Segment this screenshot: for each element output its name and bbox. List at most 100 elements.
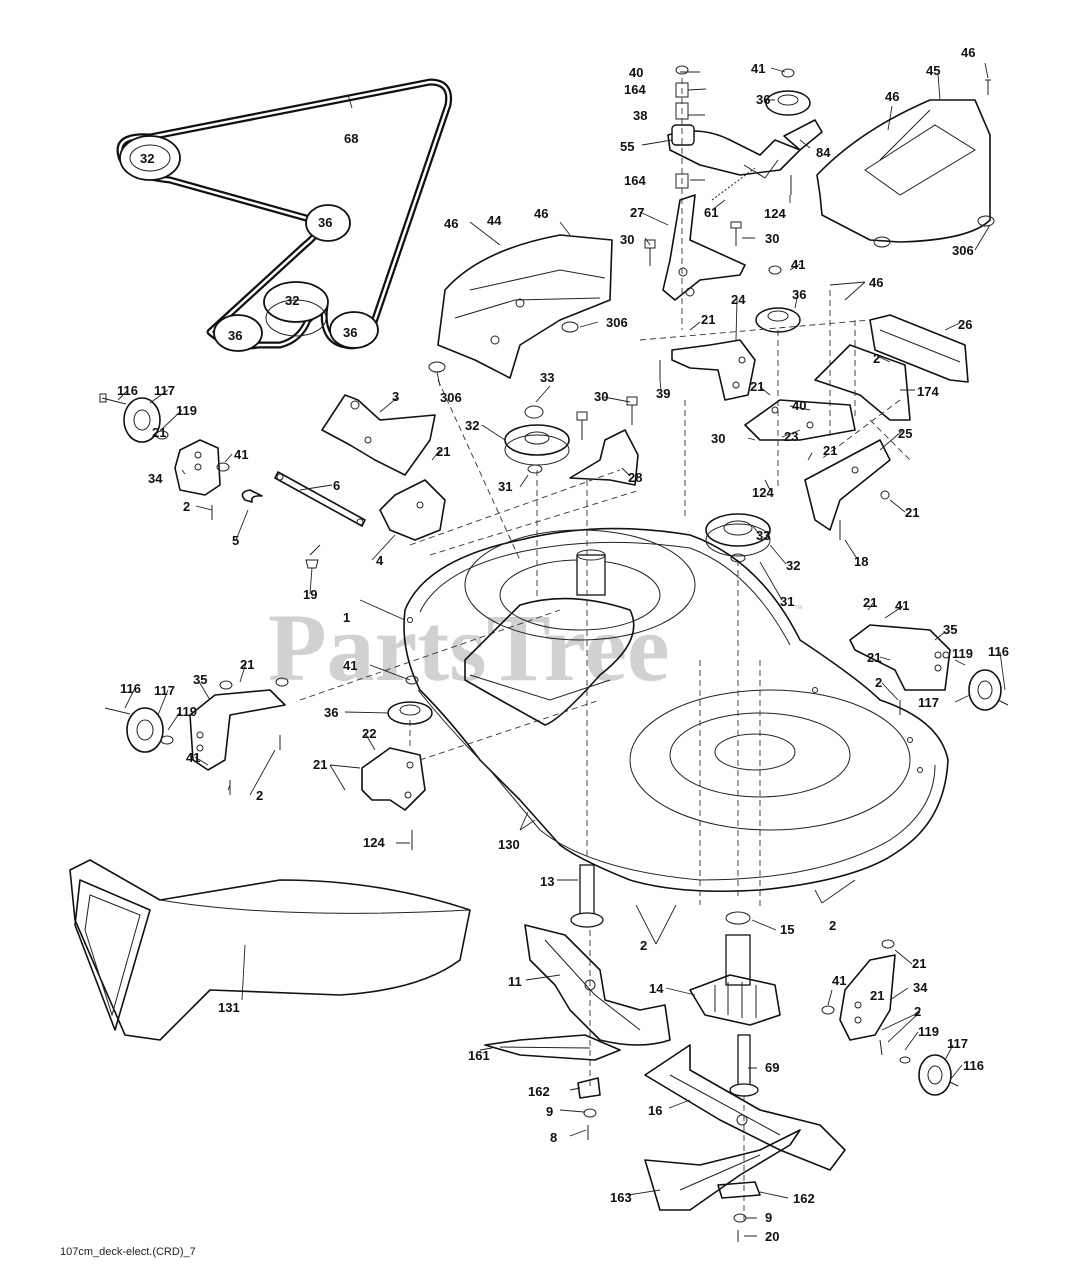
callout-117: 117: [154, 683, 175, 698]
callout-21: 21: [240, 657, 254, 672]
callout-84: 84: [816, 145, 831, 160]
callout-32: 32: [786, 558, 800, 573]
callout-8: 8: [550, 1130, 557, 1145]
plate-174: [814, 344, 911, 421]
spindle-shaft-69: [729, 1034, 759, 1097]
spindle-13: [570, 864, 604, 928]
blade-16: [644, 1044, 846, 1171]
callout-124: 124: [764, 206, 786, 221]
callout-130: 130: [498, 837, 520, 852]
pulley-32-right: [705, 513, 771, 563]
callout-4: 4: [376, 553, 384, 568]
bracket-22: [361, 747, 426, 850]
leader-lines: [117, 62, 1006, 1237]
callout-3: 3: [392, 389, 399, 404]
gauge-wheel-lower-left: [104, 677, 289, 795]
callout-41: 41: [895, 598, 909, 613]
callout-163: 163: [610, 1190, 632, 1205]
callout-38: 38: [633, 108, 647, 123]
gauge-wheel-upper-right: [849, 624, 1009, 715]
callout-24: 24: [731, 292, 746, 307]
belt-right-idler-icon: [329, 311, 379, 349]
callout-22: 22: [362, 726, 376, 741]
callout-20: 20: [765, 1229, 779, 1244]
callout-6: 6: [333, 478, 340, 493]
callout-46: 46: [885, 89, 899, 104]
callout-30: 30: [711, 431, 725, 446]
callout-1: 1: [343, 610, 350, 625]
callout-2: 2: [256, 788, 263, 803]
blade-adapter-162-right: [717, 1181, 761, 1242]
bracket-4: [379, 479, 446, 541]
parts-tree-watermark: PartsTree: [268, 594, 670, 701]
pulley-32-left: [504, 396, 638, 474]
callout-21: 21: [436, 444, 450, 459]
callout-31: 31: [780, 594, 794, 609]
belt-pulley-icon: [119, 135, 181, 181]
blade-adapter-162-left: [577, 1077, 601, 1140]
bracket-3: [321, 394, 436, 476]
belt-idler-pulley-icon: [305, 204, 351, 242]
callout-68: 68: [344, 131, 358, 146]
callout-46: 46: [961, 45, 975, 60]
callout-117: 117: [918, 695, 939, 710]
callout-34: 34: [148, 471, 163, 486]
callout-9: 9: [765, 1210, 772, 1225]
callout-21: 21: [912, 956, 926, 971]
callout-55: 55: [620, 139, 634, 154]
callout-5: 5: [232, 533, 239, 548]
callout-21: 21: [313, 757, 327, 772]
callout-41: 41: [791, 257, 805, 272]
callout-labels: 68 32 36 32 36 36 46 44 46 306 306 40 16…: [117, 45, 1009, 1244]
callout-119: 119: [176, 403, 197, 418]
drawing-reference-code: 107cm_deck-elect.(CRD)_7: [60, 1246, 196, 1258]
idler-arm-assembly: [667, 65, 991, 201]
callout-119: 119: [176, 704, 197, 719]
callout-162: 162: [793, 1191, 815, 1206]
callout-21: 21: [152, 425, 166, 440]
callout-306: 306: [952, 243, 974, 258]
bracket-28: [569, 429, 639, 486]
callout-119: 119: [918, 1024, 939, 1039]
callout-44: 44: [487, 213, 502, 228]
callout-30: 30: [594, 389, 608, 404]
callout-9: 9: [546, 1104, 553, 1119]
callout-41: 41: [751, 61, 765, 76]
callout-14: 14: [649, 981, 664, 996]
callout-23: 23: [784, 429, 798, 444]
gauge-wheel-lower-right: [821, 939, 959, 1096]
callout-116: 116: [117, 383, 138, 398]
callout-41: 41: [832, 973, 846, 988]
callout-32: 32: [465, 418, 479, 433]
callout-164: 164: [624, 173, 646, 188]
callout-21: 21: [823, 443, 837, 458]
callout-306: 306: [606, 315, 628, 330]
blade-163: [644, 1129, 801, 1211]
callout-69: 69: [765, 1060, 779, 1075]
trademark-symbol: ™: [793, 604, 803, 615]
callout-36: 36: [343, 325, 357, 340]
callout-2: 2: [875, 675, 882, 690]
callout-15: 15: [780, 922, 794, 937]
callout-21: 21: [867, 650, 881, 665]
callout-27: 27: [630, 205, 644, 220]
callout-33: 33: [756, 528, 770, 543]
callout-46: 46: [869, 275, 883, 290]
callout-164: 164: [624, 82, 646, 97]
callout-18: 18: [854, 554, 868, 569]
callout-16: 16: [648, 1103, 662, 1118]
callout-117: 117: [154, 383, 175, 398]
callout-131: 131: [218, 1000, 240, 1015]
callout-13: 13: [540, 874, 554, 889]
callout-46: 46: [444, 216, 458, 231]
callout-25: 25: [898, 426, 912, 441]
callout-26: 26: [958, 317, 972, 332]
callout-2: 2: [914, 1004, 921, 1019]
callout-32: 32: [285, 293, 299, 308]
callout-161: 161: [468, 1048, 490, 1063]
callout-28: 28: [628, 470, 642, 485]
callout-33: 33: [540, 370, 554, 385]
callout-36: 36: [228, 328, 242, 343]
callout-30: 30: [620, 232, 634, 247]
